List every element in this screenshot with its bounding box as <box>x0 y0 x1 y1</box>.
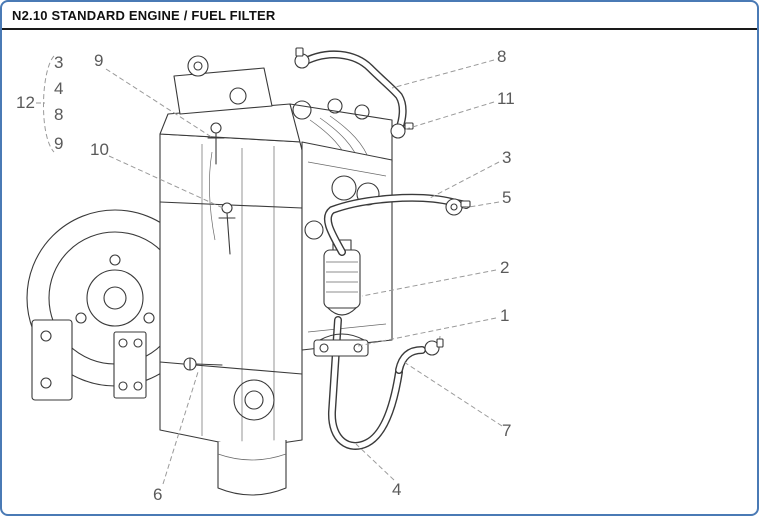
callout-12-item-9: 9 <box>54 134 64 153</box>
callout-12-item-4: 4 <box>54 79 64 98</box>
callout-8: 8 <box>497 47 507 66</box>
callout-10: 10 <box>90 140 109 159</box>
clamp-5 <box>445 198 471 216</box>
fuel-line-3 <box>323 193 470 256</box>
banjo-bolt-9 <box>207 122 225 165</box>
callout-2: 2 <box>500 258 510 277</box>
callout-12-item-3: 3 <box>54 53 64 72</box>
upper-hose-8 <box>296 50 407 136</box>
callout-12-item-8: 8 <box>54 105 64 124</box>
clamp-top <box>294 47 310 69</box>
cylinder-head <box>159 55 393 167</box>
title-divider <box>2 28 757 30</box>
parts-diagram <box>2 30 757 514</box>
engine-block <box>159 133 303 496</box>
page-title: N2.10 STANDARD ENGINE / FUEL FILTER <box>12 8 276 23</box>
callout-6: 6 <box>153 485 163 504</box>
banjo-bolt-10 <box>218 202 236 255</box>
callout-11: 11 <box>497 89 515 108</box>
elbow-hose-7 <box>395 335 444 374</box>
callout-12: 12 <box>16 93 35 112</box>
callout-5: 5 <box>502 188 512 207</box>
engine-line-art <box>26 47 503 496</box>
callout-4: 4 <box>392 480 402 499</box>
fuel-hose-4 <box>327 316 403 450</box>
callout-1: 1 <box>500 306 510 325</box>
callout-7: 7 <box>502 421 512 440</box>
callout-9: 9 <box>94 51 104 70</box>
bolt-6 <box>183 357 223 371</box>
callout-3: 3 <box>502 148 512 167</box>
leader-lines <box>36 55 503 485</box>
flywheel-housing <box>26 209 204 401</box>
filter-bracket-1 <box>313 333 369 357</box>
clamp-11 <box>390 122 414 139</box>
